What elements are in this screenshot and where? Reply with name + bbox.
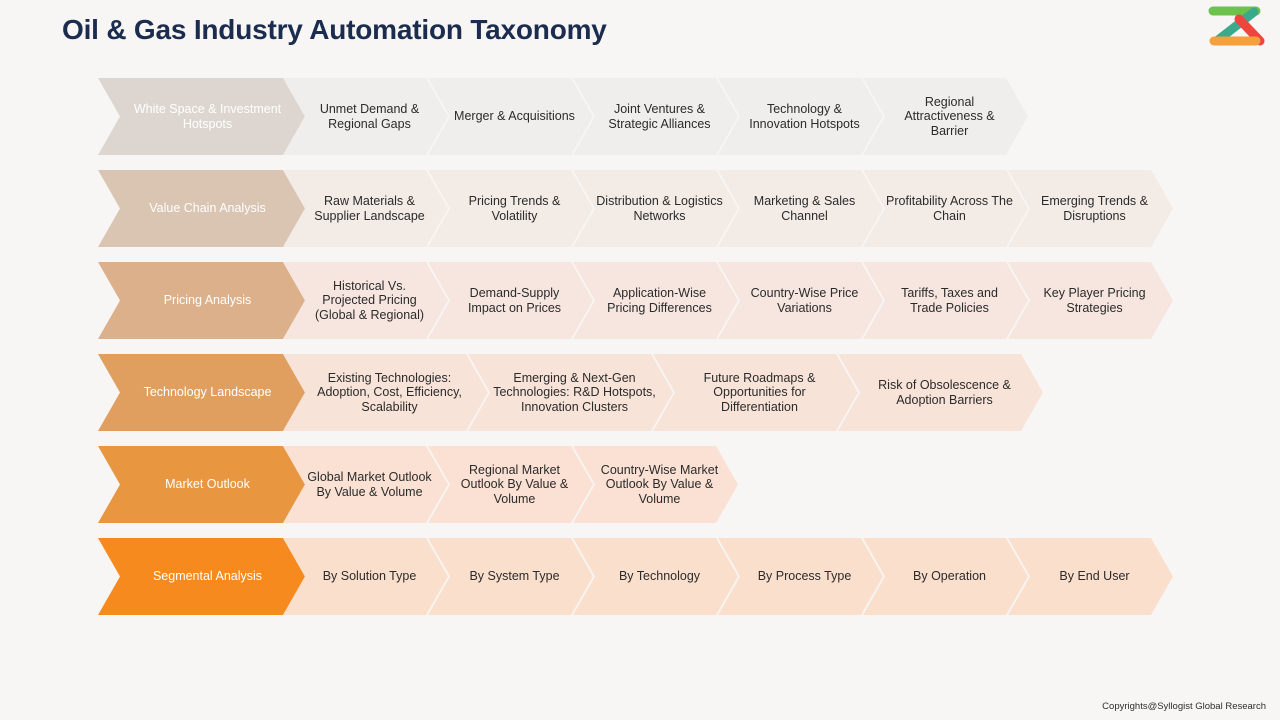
taxonomy-cell-text: Emerging & Next-Gen Technologies: R&D Ho… [493,370,656,414]
taxonomy-cell-text: Regional Attractiveness & Barrier [904,94,995,138]
taxonomy-cell[interactable]: Raw Materials & Supplier Landscape [283,170,448,247]
copyright-footer: Copyrights@Syllogist Global Research [1102,701,1266,712]
taxonomy-cell[interactable]: Marketing & Sales Channel [718,170,883,247]
taxonomy-cell[interactable]: Distribution & Logistics Networks [573,170,738,247]
taxonomy-row: Pricing Analysis Historical Vs. Projected… [98,262,1188,339]
taxonomy-cell[interactable]: By Solution Type [283,538,448,615]
taxonomy-cell-text: By Process Type [757,569,852,584]
taxonomy-cell-text: Regional Market Outlook By Value & Volum… [460,462,569,506]
taxonomy-cell[interactable]: Tariffs, Taxes and Trade Policies [863,262,1028,339]
taxonomy-cell-text: Existing Technologies: Adoption, Cost, E… [317,370,462,414]
taxonomy-cell-text: Merger & Acquisitions [454,109,575,124]
taxonomy-cell-text: Application-Wise Pricing Differences [607,285,712,315]
taxonomy-cell[interactable]: By Operation [863,538,1028,615]
taxonomy-cell-text: Country-Wise Price Variations [750,285,859,315]
taxonomy-cell-text: Emerging Trends & Disruptions [1041,193,1148,223]
taxonomy-cell[interactable]: Historical Vs. Projected Pricing (Global… [283,262,448,339]
taxonomy-cell[interactable]: By End User [1008,538,1173,615]
taxonomy-row: Technology Landscape Existing Technologie… [98,354,1188,431]
taxonomy-cell-text: Historical Vs. Projected Pricing (Global… [314,278,425,322]
taxonomy-row: White Space & Investment Hotspots Unmet D… [98,78,1188,155]
taxonomy-cell[interactable]: By Process Type [718,538,883,615]
row-label-text: Pricing Analysis [163,293,252,307]
taxonomy-cell[interactable]: Existing Technologies: Adoption, Cost, E… [283,354,488,431]
taxonomy-cell-text: Risk of Obsolescence & Adoption Barriers [878,377,1011,407]
taxonomy-cell-text: Key Player Pricing Strategies [1043,285,1146,315]
taxonomy-cell[interactable]: Country-Wise Market Outlook By Value & V… [573,446,738,523]
taxonomy-cell-text: By Solution Type [322,569,417,584]
taxonomy-cell-text: Global Market Outlook By Value & Volume [307,469,432,499]
taxonomy-cell[interactable]: Regional Market Outlook By Value & Volum… [428,446,593,523]
taxonomy-cell[interactable]: Profitability Across The Chain [863,170,1028,247]
taxonomy-cell[interactable]: By Technology [573,538,738,615]
row-label-chevron[interactable]: Value Chain Analysis [98,170,305,247]
taxonomy-cell-text: Distribution & Logistics Networks [596,193,723,223]
taxonomy-cell-text: Tariffs, Taxes and Trade Policies [901,285,998,315]
row-label-text: White Space & Investment Hotspots [133,101,282,131]
taxonomy-cell-text: Pricing Trends & Volatility [468,193,561,223]
taxonomy-cell[interactable]: Risk of Obsolescence & Adoption Barriers [838,354,1043,431]
taxonomy-cell-text: Technology & Innovation Hotspots [749,101,860,131]
taxonomy-row: Market Outlook Global Market Outlook By V… [98,446,1188,523]
taxonomy-cell-text: Country-Wise Market Outlook By Value & V… [600,462,719,506]
taxonomy-cell[interactable]: Merger & Acquisitions [428,78,593,155]
taxonomy-cell-text: By System Type [469,569,560,584]
taxonomy-cell[interactable]: Unmet Demand & Regional Gaps [283,78,448,155]
row-label-chevron[interactable]: Pricing Analysis [98,262,305,339]
row-label-text: Market Outlook [165,477,250,491]
taxonomy-cell[interactable]: By System Type [428,538,593,615]
taxonomy-cell-text: Profitability Across The Chain [886,193,1013,223]
taxonomy-cell-text: Joint Ventures & Strategic Alliances [608,101,711,131]
taxonomy-cell[interactable]: Technology & Innovation Hotspots [718,78,883,155]
taxonomy-cell[interactable]: Demand-Supply Impact on Prices [428,262,593,339]
row-label-text: Technology Landscape [143,385,272,399]
taxonomy-cell[interactable]: Key Player Pricing Strategies [1008,262,1173,339]
taxonomy-cell[interactable]: Regional Attractiveness & Barrier [863,78,1028,155]
taxonomy-cell-text: Future Roadmaps & Opportunities for Diff… [703,370,816,414]
page-title: Oil & Gas Industry Automation Taxonomy [62,14,607,45]
taxonomy-cell[interactable]: Global Market Outlook By Value & Volume [283,446,448,523]
taxonomy-cell[interactable]: Future Roadmaps & Opportunities for Diff… [653,354,858,431]
syllogist-logo [1208,6,1265,46]
taxonomy-row: Value Chain Analysis Raw Materials & Supp… [98,170,1188,247]
row-label-text: Segmental Analysis [152,569,263,583]
taxonomy-cell[interactable]: Pricing Trends & Volatility [428,170,593,247]
taxonomy-cell[interactable]: Country-Wise Price Variations [718,262,883,339]
taxonomy-row: Segmental Analysis By Solution Type By Sys… [98,538,1188,615]
taxonomy-cell-text: Marketing & Sales Channel [753,193,856,223]
row-label-chevron[interactable]: White Space & Investment Hotspots [98,78,305,155]
taxonomy-cell-text: Unmet Demand & Regional Gaps [319,101,420,131]
taxonomy-cell-text: Demand-Supply Impact on Prices [467,285,562,315]
taxonomy-cell-text: By Technology [618,569,701,584]
taxonomy-cell[interactable]: Emerging Trends & Disruptions [1008,170,1173,247]
row-label-chevron[interactable]: Segmental Analysis [98,538,305,615]
row-label-chevron[interactable]: Technology Landscape [98,354,305,431]
taxonomy-cell[interactable]: Application-Wise Pricing Differences [573,262,738,339]
taxonomy-cell-text: By Operation [913,569,986,584]
taxonomy-cell[interactable]: Emerging & Next-Gen Technologies: R&D Ho… [468,354,673,431]
taxonomy-cell[interactable]: Joint Ventures & Strategic Alliances [573,78,738,155]
taxonomy-cell-text: Raw Materials & Supplier Landscape [314,193,425,223]
row-label-text: Value Chain Analysis [149,201,266,215]
taxonomy-rows: White Space & Investment Hotspots Unmet D… [98,78,1188,630]
taxonomy-cell-text: By End User [1059,569,1130,584]
row-label-chevron[interactable]: Market Outlook [98,446,305,523]
